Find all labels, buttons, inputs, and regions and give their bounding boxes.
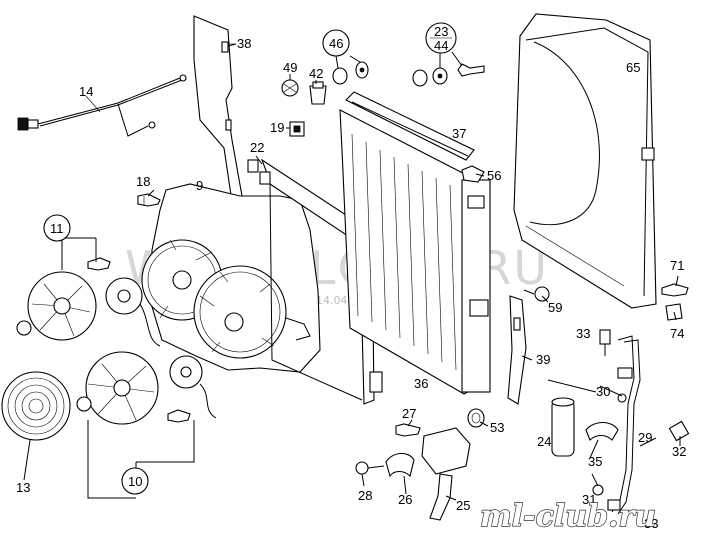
part-30-seal (617, 393, 627, 403)
part-14-wiring-harness (17, 74, 187, 137)
callout-39: 39 (536, 352, 550, 367)
callout-13: 13 (16, 480, 30, 495)
part-19-clip (289, 121, 305, 137)
part-27-bolt (395, 423, 421, 437)
callout-14: 14 (79, 84, 93, 99)
callout-18: 18 (136, 174, 150, 189)
callout-37: 37 (452, 126, 466, 141)
part-53-grommet (467, 408, 485, 428)
part-38-bracket (193, 15, 243, 203)
part-23-44-screw-grommet (412, 63, 485, 87)
leader-lines (23, 43, 681, 501)
part-28-bolt (355, 461, 385, 475)
callout-31: 31 (582, 492, 596, 507)
part-11-fan-assembly (16, 257, 161, 347)
part-71-bolt (661, 283, 689, 297)
callout-36: 36 (414, 376, 428, 391)
callout-circle-46 (322, 29, 350, 57)
callout-23: 23 (434, 24, 448, 39)
callout-35: 35 (588, 454, 602, 469)
callout-22: 22 (250, 140, 264, 155)
part-42-clip (309, 81, 327, 105)
callout-44: 44 (434, 38, 448, 53)
part-32-cap (668, 420, 690, 442)
callout-71: 71 (670, 258, 684, 273)
callout-49: 49 (283, 60, 297, 75)
callout-9: 9 (196, 178, 203, 193)
part-29-ac-line (607, 335, 641, 515)
callout-27: 27 (402, 406, 416, 421)
part-49-grommet (281, 79, 299, 97)
callout-29: 29 (638, 430, 652, 445)
part-9-fan-shroud (141, 183, 321, 373)
part-37-seal-strip (345, 91, 475, 161)
part-36-radiator (339, 109, 491, 395)
callout-circle-11 (43, 214, 71, 242)
callout-56: 56 (487, 168, 501, 183)
part-59-pin (523, 286, 550, 302)
callout-33-top: 33 (576, 326, 590, 341)
callout-labels: 38 46 23 44 65 49 42 14 19 37 22 56 18 9… (16, 24, 686, 531)
part-10-fan-assembly (76, 351, 217, 425)
callout-59: 59 (548, 300, 562, 315)
callout-11: 11 (50, 221, 64, 236)
part-56-clip (461, 165, 485, 183)
callout-10: 10 (128, 474, 142, 489)
callout-38: 38 (237, 36, 251, 51)
part-46-grommet-pair (332, 61, 369, 85)
group-line-11 (61, 237, 97, 270)
callout-46: 46 (329, 36, 343, 51)
part-18-bolt (137, 193, 161, 207)
callout-24: 24 (537, 434, 551, 449)
callout-33-bottom: 33 (644, 516, 658, 531)
callout-28: 28 (358, 488, 372, 503)
part-13-fan-guard (1, 371, 71, 441)
part-35-clamp (585, 421, 619, 441)
part-39-bracket (507, 295, 527, 405)
callout-32: 32 (672, 444, 686, 459)
callout-74: 74 (670, 326, 684, 341)
part-33-valve (599, 329, 611, 356)
callout-26: 26 (398, 492, 412, 507)
callout-circle-10 (121, 467, 149, 495)
part-65-upper-shroud (513, 13, 657, 309)
callout-53: 53 (490, 420, 504, 435)
callout-30: 30 (596, 384, 610, 399)
callout-42: 42 (309, 66, 323, 81)
callout-65: 65 (626, 60, 640, 75)
callout-25: 25 (456, 498, 470, 513)
part-26-bracket (385, 427, 471, 478)
part-25-bracket (429, 473, 453, 521)
part-24-receiver-dryer (551, 397, 575, 457)
callout-19: 19 (270, 120, 284, 135)
brand-watermark: ml-club.ru (480, 499, 656, 534)
